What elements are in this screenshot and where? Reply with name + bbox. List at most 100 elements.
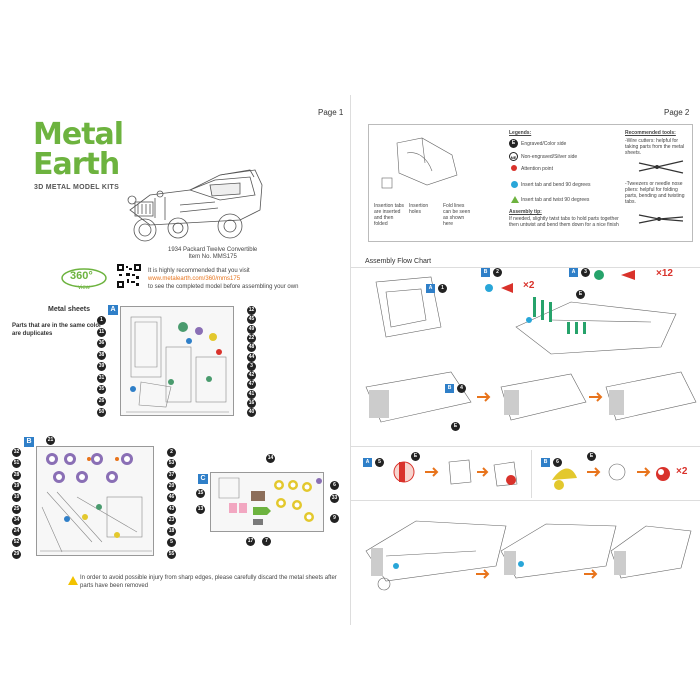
part-number-callout-1: 11 [97,327,106,337]
legends-title: Legends: [509,130,532,136]
step-1-number: 1 [438,284,447,293]
qr-code-icon[interactable] [117,264,141,288]
legend-attention: Attention point [521,166,553,172]
part-number-callout-6: 35 [97,385,106,394]
brand-logo: Metal Earth [33,117,124,180]
part-number-callout-0: 12 [247,306,256,315]
step-5-engraved: E [411,452,420,461]
step-6-engraved: E [587,452,596,461]
part-number-callout-6: 34 [12,515,21,525]
step-2-number: 2 [493,268,502,277]
part-number-callout-1: 45 [247,315,256,325]
tool-tweezers: -Tweezers or needle nose pliers: helpful… [625,181,685,205]
step-2-sheet: B [481,268,490,277]
sheet-a-parts [126,316,229,413]
metal-sheet-c [210,472,324,532]
step-5-sheet: A [363,458,372,467]
part-number-callout-5: 25 [12,504,21,514]
page-number: Page 2 [664,108,690,117]
step-3-sheet: A [569,268,578,277]
step-2-part-icon [485,283,513,293]
part-number-callout-9: 29 [12,549,21,559]
part-number-callout-1: 51 [12,459,21,469]
part-number-callout-2: 13 [196,505,205,514]
warning-icon [68,576,78,585]
website-link[interactable]: www.metalearth.com/360/mms175 [148,276,241,282]
assembly-tip-text: If needed, slightly twist tabs to hold p… [509,216,619,228]
legend-panel: Insertion tabs are inserted and then fol… [368,124,693,242]
part-number-callout-10: 16 [247,399,256,408]
logo-tagline: 3D METAL MODEL KITS [34,184,120,191]
legend-bend: Insert tab and bend 90 degrees [521,182,591,188]
orbit-arrow-icon: 360° view [61,268,107,291]
part-number-callout-7: 18 [167,527,176,537]
sheet-c-parts [218,477,322,525]
twist-tab-icon [511,196,519,203]
step-6-diagram [552,463,670,490]
insertion-tabs-note: Insertion tabs are inserted and then fol… [374,203,405,227]
part-number-callout-4: 33 [330,494,339,503]
part-number-callout-2: 36 [97,339,106,348]
part-number-callout-2: 37 [167,470,176,480]
page-divider [350,95,351,625]
step-6-number: 6 [553,458,562,467]
view-360-badge[interactable]: 360° view [60,264,108,292]
tip-line-3: to see the completed model before assemb… [148,284,299,290]
step-6-multiplier: ×2 [676,466,688,477]
part-number-callout-2: 49 [247,324,256,334]
safety-warning: In order to avoid possible injury from s… [80,575,337,589]
metal-sheets-heading: Metal sheets [48,306,91,313]
part-number-callout-1: 15 [196,489,205,498]
step-4-number: 4 [457,384,466,393]
model-caption: 1934 Packard Twelve Convertible Item No.… [168,247,257,261]
engraved-badge: E [509,139,518,148]
flow-chart-title: Assembly Flow Chart [365,258,432,265]
step-4-diagram [365,371,697,423]
section-rule [351,500,700,501]
part-number-callout-0: 14 [266,454,275,463]
part-number-callout-7: 24 [12,527,21,537]
part-number-callout-5: 44 [247,352,256,362]
step-5-diagram [393,459,518,487]
part-number-callout-0: 1 [97,316,106,325]
part-number-callout-4: 39 [97,362,106,371]
model-title: 1934 Packard Twelve Convertible [168,247,258,253]
non-engraved-badge: NE [509,152,518,161]
insertion-holes-note: Insertion holes [409,203,429,215]
step-5-number: 5 [375,458,384,467]
part-number-callout-2: 28 [12,470,21,480]
assembly-tip-title: Assembly tip: [509,209,542,215]
metal-sheet-b [36,446,154,556]
part-number-callout-4: 46 [167,493,176,503]
part-number-callout-0: 2 [167,448,176,457]
legend-non-engraved: Non-engraved/Silver side [521,154,578,160]
part-number-callout-8: 50 [97,408,106,417]
sheet-c-label: C [198,474,208,484]
part-number-callout-9: 55 [167,549,176,559]
section-rule [351,446,700,447]
step-3-number: 3 [581,268,590,277]
sheet-b-label: B [24,437,34,447]
hood-assembly-diagram [515,297,677,355]
part-number-callout-7: 26 [97,396,106,406]
part-number-callout-5: 31 [97,373,106,383]
instruction-page-2: Page 2 Insertion tabs are inserted and t… [351,0,700,700]
logo-line-1: Metal [33,117,124,152]
part-number-callout-7: 42 [247,371,256,381]
part-number-callout-8: 47 [247,380,256,390]
sheet-b-parts [40,453,152,553]
step-3-multiplier: ×12 [656,268,673,279]
instruction-page-1: Page 1 Metal Earth 3D METAL MODEL KITS 1… [12,108,344,589]
part-number-callout-5: 43 [167,504,176,514]
badge-360-text: 360° [70,270,93,282]
part-number-callout-9: 41 [247,389,256,399]
fold-lines-note: Fold lines can be seen as shown here [443,203,471,227]
step-1-sheet: A [426,284,435,293]
part-number-callout-0: 21 [46,436,55,445]
wire-cutter-icon [638,160,684,174]
attention-point-icon [511,165,517,171]
part-number-callout-6: 17 [246,537,255,546]
step-separator [531,450,532,498]
part-number-callout-6: 23 [167,515,176,525]
tool-wire-cutters: -Wire cutters: helpful for taking parts … [625,138,685,156]
